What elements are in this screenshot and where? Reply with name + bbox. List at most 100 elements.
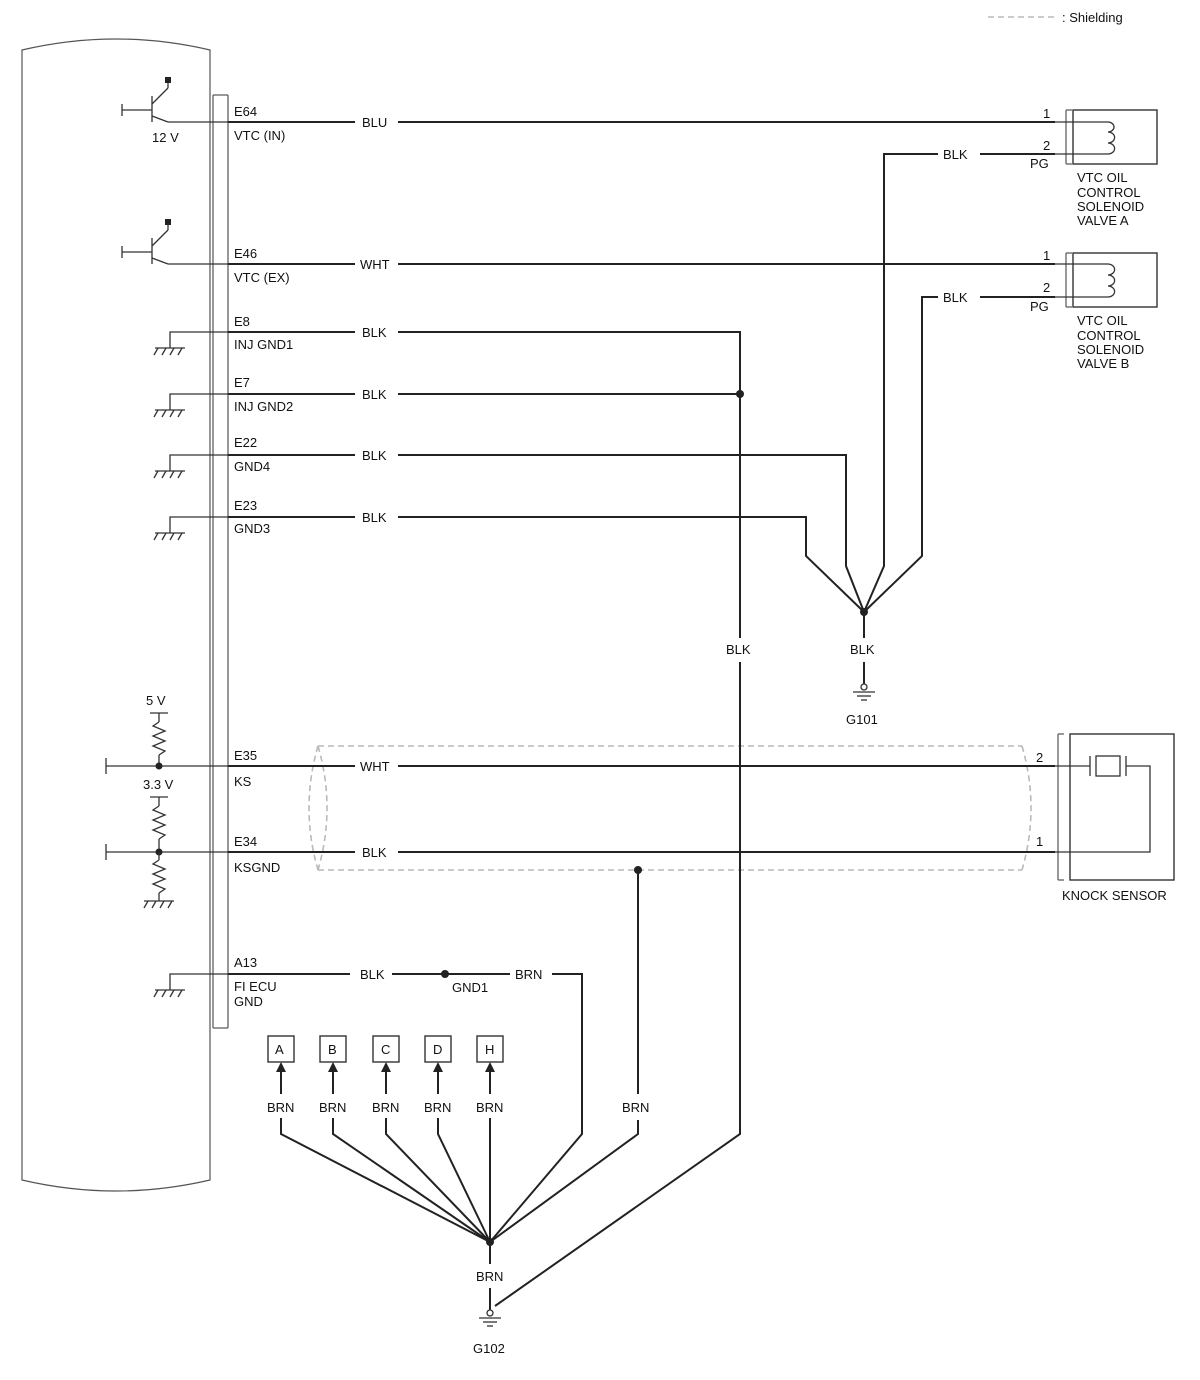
ground-g102-label: G102 — [473, 1341, 505, 1356]
svg-text:1: 1 — [1043, 248, 1050, 263]
shielding-legend: : Shielding — [988, 10, 1123, 25]
connector-h — [476, 1035, 504, 1063]
connector-c — [372, 1035, 400, 1063]
wire-g101-trunk-color: BLK — [850, 642, 875, 657]
vtc-solenoid-valve-a: 1 2 PG VTC OIL CONTROL SOLENOID VALVE A — [1030, 106, 1158, 228]
wire-e34-color: BLK — [362, 845, 387, 860]
ground-g102: G102 — [473, 1309, 505, 1356]
connector-wire-c: BRN — [372, 1062, 491, 1243]
terminal-e46-id: E46 — [234, 246, 257, 261]
svg-text:BRN: BRN — [424, 1100, 451, 1115]
terminal-a13-id: A13 — [234, 955, 257, 970]
connector-d — [424, 1035, 452, 1063]
wire-inj-trunk-color: BLK — [726, 642, 751, 657]
connector-wire-b: BRN — [319, 1062, 491, 1243]
wire-e35-color: WHT — [360, 759, 390, 774]
terminal-e35-name: KS — [234, 774, 252, 789]
ecu-terminal-labels: E64 VTC (IN) E46 VTC (EX) E8 INJ GND1 E7… — [234, 104, 293, 1009]
terminal-e22-name: GND4 — [234, 459, 270, 474]
knock-sensor-shield — [308, 745, 1032, 871]
svg-text:B: B — [328, 1042, 337, 1057]
terminal-e7-name: INJ GND2 — [234, 399, 293, 414]
terminal-a13-name2: GND — [234, 994, 263, 1009]
voltage-12v-label: 12 V — [152, 130, 179, 145]
wire-g102-trunk-color: BRN — [476, 1269, 503, 1284]
ecu-ground-e7 — [153, 393, 228, 418]
wire-vtc-b-pg-color: BLK — [943, 290, 968, 305]
svg-text:1: 1 — [1043, 106, 1050, 121]
knock-sensor-label: KNOCK SENSOR — [1062, 888, 1167, 903]
wires: BLU WHT BLK BLK BLK BLK BLK BLK BLK — [228, 115, 1055, 1310]
ecu-ground-e8 — [153, 331, 228, 356]
terminal-e22-id: E22 — [234, 435, 257, 450]
svg-text:VTC OIL: VTC OIL — [1077, 170, 1128, 185]
terminal-e64-name: VTC (IN) — [234, 128, 285, 143]
ecu-ground-e22 — [153, 454, 228, 479]
terminal-e23-id: E23 — [234, 498, 257, 513]
wire-shield-drain-color: BRN — [622, 1100, 649, 1115]
wire-e22-color: BLK — [362, 448, 387, 463]
piezo-crystal-icon — [1095, 755, 1121, 777]
wire-gnd1-out — [489, 973, 583, 1243]
svg-text:BRN: BRN — [267, 1100, 294, 1115]
wire-vtc-a-pg-color: BLK — [943, 147, 968, 162]
wire-e46-color: WHT — [360, 257, 390, 272]
solenoid-b-coil-icon — [1107, 263, 1116, 298]
terminal-e64-id: E64 — [234, 104, 257, 119]
svg-text:2: 2 — [1036, 750, 1043, 765]
svg-text:SOLENOID: SOLENOID — [1077, 342, 1144, 357]
svg-text:VTC OIL: VTC OIL — [1077, 313, 1128, 328]
svg-text:2: 2 — [1043, 138, 1050, 153]
connector-a — [267, 1035, 295, 1063]
svg-text:C: C — [381, 1042, 390, 1057]
svg-text:SOLENOID: SOLENOID — [1077, 199, 1144, 214]
ecu-internal-circuits: 12 V — [105, 77, 228, 998]
knock-sensor-bias-network: 5 V 3.3 V — [105, 693, 228, 909]
svg-text:H: H — [485, 1042, 494, 1057]
svg-text:A: A — [275, 1042, 284, 1057]
wire-e8-color: BLK — [362, 325, 387, 340]
wire-gnd1-out-color: BRN — [515, 967, 542, 982]
svg-text:PG: PG — [1030, 156, 1049, 171]
terminal-e23-name: GND3 — [234, 521, 270, 536]
terminal-e35-id: E35 — [234, 748, 257, 763]
terminal-e8-id: E8 — [234, 314, 250, 329]
svg-text:BRN: BRN — [476, 1100, 503, 1115]
wire-a13-color: BLK — [360, 967, 385, 982]
svg-text:VALVE A: VALVE A — [1077, 213, 1129, 228]
svg-text:D: D — [433, 1042, 442, 1057]
terminal-e7-id: E7 — [234, 375, 250, 390]
solenoid-a-coil-icon — [1107, 121, 1116, 155]
junction-gnd1-label: GND1 — [452, 980, 488, 995]
voltage-3-3v-label: 3.3 V — [143, 777, 174, 792]
terminal-e46-name: VTC (EX) — [234, 270, 290, 285]
ecu-ground-e23 — [153, 516, 228, 541]
wire-e23-color: BLK — [362, 510, 387, 525]
vtc-ex-driver-transistor — [121, 219, 228, 265]
svg-text:2: 2 — [1043, 280, 1050, 295]
svg-text:PG: PG — [1030, 299, 1049, 314]
terminal-a13-name: FI ECU — [234, 979, 277, 994]
ecu-ground-a13 — [153, 973, 228, 998]
vtc-in-driver-transistor — [121, 77, 228, 123]
shielding-legend-label: : Shielding — [1062, 10, 1123, 25]
knock-sensor: 2 1 KNOCK SENSOR — [1036, 733, 1175, 903]
svg-text:CONTROL: CONTROL — [1077, 328, 1141, 343]
wire-e7-color: BLK — [362, 387, 387, 402]
connector-boxes: A B C D H — [267, 1035, 504, 1063]
terminal-e34-name: KSGND — [234, 860, 280, 875]
svg-text:BRN: BRN — [319, 1100, 346, 1115]
vtc-solenoid-valve-b: 1 2 PG VTC OIL CONTROL SOLENOID VALVE B — [1030, 248, 1158, 371]
terminal-e8-name: INJ GND1 — [234, 337, 293, 352]
connector-wire-h: BRN — [476, 1062, 503, 1242]
voltage-5v-label: 5 V — [146, 693, 166, 708]
connector-wire-d: BRN — [424, 1062, 491, 1243]
svg-text:CONTROL: CONTROL — [1077, 185, 1141, 200]
junction-gnd1-dot — [441, 970, 449, 978]
ground-g101: G101 — [846, 683, 878, 727]
svg-text:VALVE B: VALVE B — [1077, 356, 1129, 371]
svg-text:BRN: BRN — [372, 1100, 399, 1115]
ecu-outline — [21, 38, 211, 1192]
connector-b — [319, 1035, 347, 1063]
